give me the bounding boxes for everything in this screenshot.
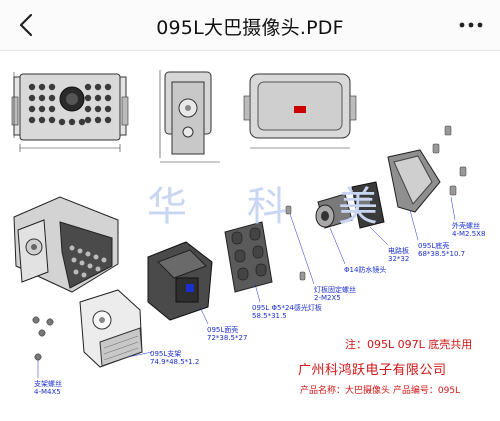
circuit-board-drawing bbox=[351, 181, 385, 229]
watermark-char-1: 华 bbox=[147, 184, 187, 230]
shared-shell-note: 注：095L 097L 底壳共用 bbox=[345, 338, 473, 351]
top-bar: 095L大巴摄像头.PDF bbox=[0, 0, 500, 51]
company-name: 广州科鸿跃电子有限公司 bbox=[298, 363, 447, 378]
document-title: 095L大巴摄像头.PDF bbox=[156, 17, 344, 39]
label-lens: Φ14防水镜头 bbox=[344, 266, 387, 274]
more-dots-icon bbox=[459, 22, 483, 28]
watermark-char-2: 科 bbox=[247, 184, 287, 230]
bracket-screws-drawing bbox=[32, 316, 54, 361]
led-board-drawing bbox=[224, 221, 273, 293]
front-view-drawing bbox=[11, 72, 129, 152]
led-board-screws-drawing bbox=[285, 205, 306, 281]
assembled-camera-drawing bbox=[13, 196, 119, 293]
outer-shell-screws-drawing bbox=[432, 125, 467, 196]
rear-view-drawing bbox=[243, 73, 357, 149]
more-button[interactable] bbox=[456, 12, 486, 38]
back-button[interactable] bbox=[14, 12, 40, 38]
technical-drawing bbox=[11, 70, 467, 378]
watermark-char-3: 美 bbox=[338, 184, 378, 230]
bottom-shell-drawing bbox=[387, 149, 441, 213]
face-shell-drawing bbox=[147, 241, 213, 321]
side-view-drawing bbox=[159, 70, 220, 163]
chevron-left-icon bbox=[19, 13, 33, 37]
bracket-drawing bbox=[79, 289, 143, 368]
product-info: 产品名称：大巴摄像头 产品编号：095L bbox=[300, 386, 461, 396]
lens-drawing bbox=[315, 193, 353, 229]
leader-lines bbox=[37, 196, 456, 378]
